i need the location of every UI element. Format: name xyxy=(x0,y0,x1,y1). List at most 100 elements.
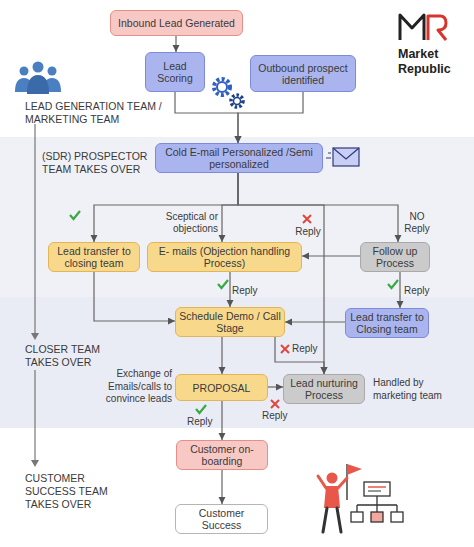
people-icon xyxy=(15,62,61,95)
check-icon xyxy=(196,405,206,413)
connector xyxy=(238,92,303,143)
flag xyxy=(347,464,362,475)
connector xyxy=(94,173,238,242)
box-text: Customer Success xyxy=(179,507,264,531)
connector xyxy=(275,337,324,374)
team-timeline xyxy=(31,124,39,467)
box-text: E- mails (Objection handling Process) xyxy=(151,245,298,269)
check-icon xyxy=(218,280,228,288)
edge-label: Reply xyxy=(262,410,294,422)
box-text: Lead transfer to closing team xyxy=(52,245,136,269)
logo-m xyxy=(400,15,424,40)
person-arm xyxy=(338,478,347,488)
connector xyxy=(175,36,176,52)
cross-icon xyxy=(271,400,279,408)
note-label: Exchange of Emails/calls to convince lea… xyxy=(92,368,172,406)
box-text: PROPOSAL xyxy=(193,382,251,394)
note-label: LEAD GENERATION TEAM / MARKETING TEAM xyxy=(25,100,165,126)
connector xyxy=(285,321,345,322)
closer-band xyxy=(0,297,474,428)
edge-label: Reply xyxy=(232,285,264,297)
cross-icon xyxy=(303,215,311,223)
person-legs xyxy=(323,508,341,532)
process-box: PROPOSAL xyxy=(175,374,268,401)
chart-links xyxy=(357,496,397,512)
process-box: Lead Scoring xyxy=(145,52,205,92)
connector xyxy=(399,272,400,308)
edge-label: NO Reply xyxy=(399,211,435,235)
edge-label: Reply xyxy=(187,416,219,428)
process-box: Lead nurturing Process xyxy=(283,374,365,404)
edge-label: Sceptical or objections xyxy=(152,211,218,235)
envelope-body xyxy=(333,148,359,166)
person-head xyxy=(33,62,44,73)
connector xyxy=(238,173,324,374)
connector xyxy=(302,255,360,256)
edge-label: Reply xyxy=(404,285,436,297)
chart-box xyxy=(391,512,403,522)
connector xyxy=(94,272,175,321)
box-text: Follow up Process xyxy=(364,245,426,269)
sdr-band xyxy=(0,137,474,297)
timeline-line xyxy=(34,124,35,334)
gear-hub xyxy=(217,82,227,92)
timeline-arrow xyxy=(31,460,39,467)
note-label: Handled by marketing team xyxy=(373,377,445,402)
process-box: Lead transfer to closing team xyxy=(48,242,140,272)
connector xyxy=(229,272,230,307)
connector xyxy=(268,386,283,387)
box-text: Cold E-mail Personalized /Semi personali… xyxy=(159,146,319,170)
envelope-icon xyxy=(326,148,359,166)
connector xyxy=(175,92,238,143)
box-text: Lead Scoring xyxy=(149,60,201,84)
box-text: Inbound Lead Generated xyxy=(118,17,235,29)
gear-hub xyxy=(234,98,241,105)
envelope-line xyxy=(328,153,331,154)
process-box: Customer on-boarding xyxy=(176,440,268,470)
process-box: Follow up Process xyxy=(360,242,430,272)
connector xyxy=(238,173,398,242)
chart-line xyxy=(368,491,381,492)
edge-label: Reply xyxy=(292,343,324,355)
note-label: CUSTOMER SUCCESS TEAM TAKES OVER xyxy=(25,472,121,511)
process-box: Customer Success xyxy=(175,504,268,534)
envelope-line xyxy=(326,158,331,159)
box-text: Lead nurturing Process xyxy=(287,377,361,401)
box-text: Outbound prospect identified xyxy=(254,62,352,86)
process-box: Lead transfer to Closing team xyxy=(345,308,429,338)
person-body xyxy=(27,75,49,94)
chart-box xyxy=(364,482,390,496)
gears-icon xyxy=(214,79,243,107)
note-label: CLOSER TEAM TAKES OVER xyxy=(25,343,107,369)
connector xyxy=(222,173,238,242)
chart-box xyxy=(351,512,363,522)
process-box: Inbound Lead Generated xyxy=(110,10,243,36)
process-box: E- mails (Objection handling Process) xyxy=(147,242,302,272)
envelope-flap xyxy=(333,148,359,159)
person-head xyxy=(48,67,57,76)
timeline-line xyxy=(34,370,35,461)
timeline-arrow xyxy=(31,333,39,340)
connector xyxy=(221,401,222,440)
check-icon xyxy=(388,280,398,288)
logo-mark xyxy=(400,15,446,40)
check-icon xyxy=(70,211,80,219)
box-text: Schedule Demo / Call Stage xyxy=(179,310,281,334)
gear xyxy=(214,79,230,95)
cross-icon xyxy=(281,345,289,353)
edge-label: Reply xyxy=(292,226,324,238)
person-head xyxy=(327,473,338,484)
process-box: Schedule Demo / Call Stage xyxy=(175,307,285,337)
connector xyxy=(221,470,222,504)
process-box: Outbound prospect identified xyxy=(250,55,356,92)
box-text: Customer on-boarding xyxy=(180,443,264,467)
chart-line xyxy=(368,486,386,488)
gear xyxy=(231,95,243,107)
person-head xyxy=(20,67,29,76)
chart-box xyxy=(371,512,383,522)
process-box: Cold E-mail Personalized /Semi personali… xyxy=(155,143,323,173)
success-illustration xyxy=(318,464,403,532)
logo-text: Market Republic xyxy=(398,47,460,77)
connector xyxy=(221,337,222,374)
